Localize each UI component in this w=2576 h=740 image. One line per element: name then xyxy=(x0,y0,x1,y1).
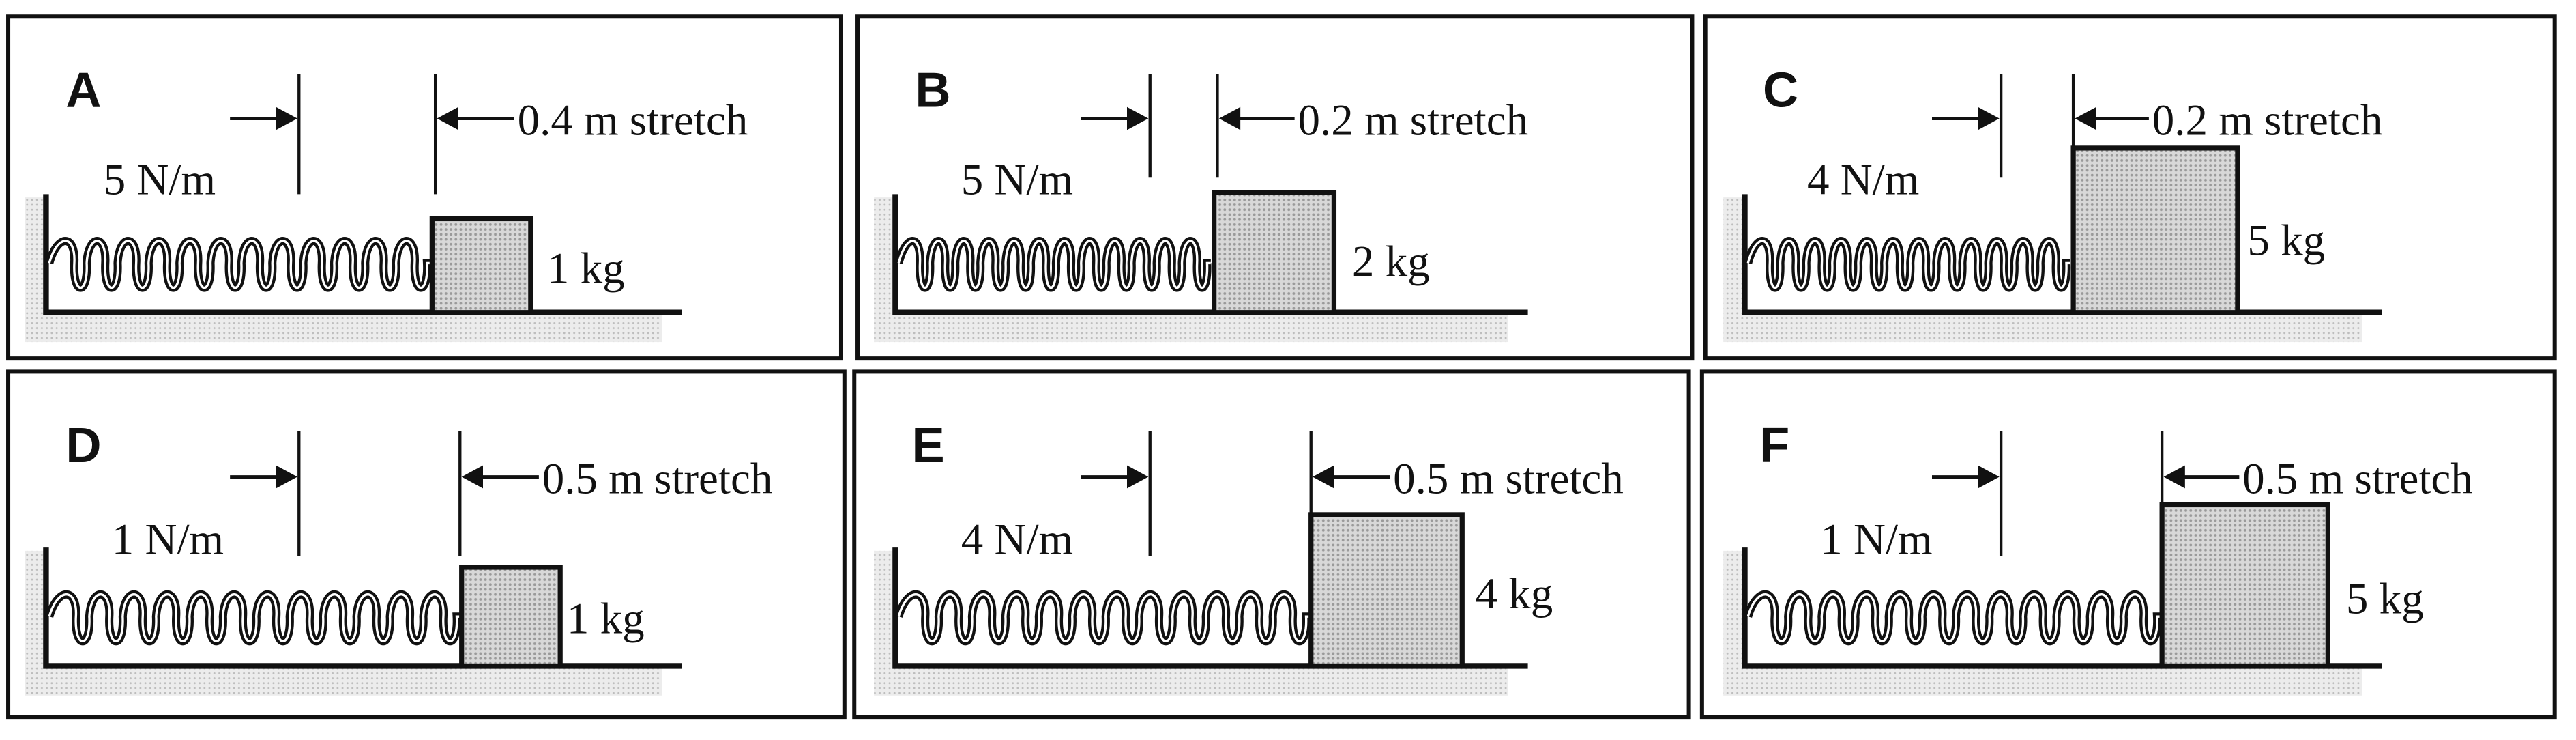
stretch-label: 0.5 m stretch xyxy=(542,455,773,504)
panel-b: B5 N/m 0.2 m stretch 2 kg xyxy=(855,14,1695,361)
panel-letter: B xyxy=(915,63,950,118)
arrow-left-icon xyxy=(2075,106,2096,130)
arrow-right-icon xyxy=(1978,106,2000,130)
mass-block xyxy=(429,216,533,315)
arrow-right-icon xyxy=(1978,465,2000,489)
panel-letter: F xyxy=(1759,418,1789,473)
mass-label: 2 kg xyxy=(1352,238,1430,287)
mass-block xyxy=(2070,145,2240,315)
arrow-right-icon xyxy=(1127,106,1149,130)
arrow-right-icon xyxy=(276,465,297,489)
stretch-label: 0.2 m stretch xyxy=(2152,96,2383,145)
panel-a: A5 N/m 0.4 m stretch 1 kg xyxy=(6,14,843,361)
spring-constant-label: 1 N/m xyxy=(1820,515,1932,565)
mass-label: 1 kg xyxy=(547,244,625,293)
stretch-label: 0.4 m stretch xyxy=(518,96,748,145)
arrow-left-icon xyxy=(437,106,458,130)
mass-block xyxy=(1212,190,1337,315)
mass-block xyxy=(459,565,563,669)
arrow-left-icon xyxy=(461,465,483,489)
arrow-right-icon xyxy=(276,106,297,130)
spring-constant-label: 5 N/m xyxy=(104,155,216,204)
stretch-label: 0.5 m stretch xyxy=(1393,455,1624,504)
arrow-right-icon xyxy=(1127,465,1149,489)
spring-constant-label: 5 N/m xyxy=(961,155,1073,204)
arrow-left-icon xyxy=(2163,465,2185,489)
panel-e: E 4 N/m 0.5 m stretch 4 kg xyxy=(852,369,1691,720)
panel-f: F 1 N/m 0.5 m stretch 5 kg xyxy=(1699,369,2557,720)
arrow-left-icon xyxy=(1218,106,1241,130)
mass-block xyxy=(2159,502,2330,669)
panel-letter: D xyxy=(65,418,101,473)
stretch-label: 0.2 m stretch xyxy=(1298,96,1528,145)
mass-label: 5 kg xyxy=(2346,574,2424,623)
mass-block xyxy=(1308,512,1465,669)
mass-label: 4 kg xyxy=(1476,569,1553,618)
panel-letter: A xyxy=(65,63,101,118)
panel-d: D1 N/m 0.5 m stretch 1 kg xyxy=(6,369,847,720)
arrow-left-icon xyxy=(1313,465,1334,489)
spring-constant-label: 4 N/m xyxy=(961,515,1073,565)
panel-c: C4 N/m 0.2 m stretch 5 kg xyxy=(1703,14,2557,361)
mass-label: 1 kg xyxy=(567,594,645,643)
mass-label: 5 kg xyxy=(2247,216,2325,265)
spring-constant-label: 4 N/m xyxy=(1807,155,1919,204)
panel-letter: C xyxy=(1763,63,1798,118)
spring-constant-label: 1 N/m xyxy=(112,515,224,565)
panel-letter: E xyxy=(912,418,945,473)
stretch-label: 0.5 m stretch xyxy=(2242,455,2473,504)
